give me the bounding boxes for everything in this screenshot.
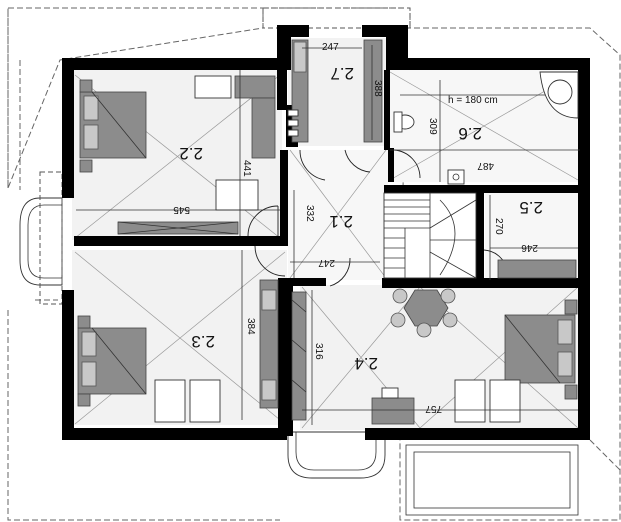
dimension-lines (76, 45, 580, 425)
furniture-room-2-5 (497, 259, 577, 279)
inner-walls (74, 70, 580, 436)
dim-label-ceiling-height: h = 180 cm (448, 95, 498, 106)
furniture-room-2-2 (79, 75, 276, 235)
dormer-north (262, 7, 411, 29)
furniture-room-2-7 (287, 39, 383, 143)
dim-label-487: 487 (477, 160, 494, 171)
room-label-2-6: 2.6 (458, 124, 482, 143)
room-label-2-5: 2.5 (519, 198, 543, 217)
bay-window-south (287, 431, 386, 479)
bay-window-west (19, 171, 63, 305)
dim-label-332: 332 (304, 205, 315, 222)
dim-label-247-top: 247 (322, 42, 339, 53)
doors (247, 149, 509, 287)
furniture-room-2-4 (291, 288, 578, 425)
dim-label-316: 316 (313, 343, 324, 360)
dim-label-545: 545 (173, 204, 190, 215)
room-label-2-1: 2.1 (329, 212, 353, 231)
dim-label-309: 309 (427, 118, 438, 135)
dim-label-270: 270 (493, 218, 504, 235)
dim-label-246: 246 (521, 242, 538, 253)
room-label-2-2: 2.2 (179, 144, 203, 163)
dim-label-247-mid: 247 (318, 257, 335, 268)
dim-label-757: 757 (425, 403, 442, 414)
outer-walls (62, 25, 590, 440)
staircase (383, 192, 477, 279)
room-label-2-3: 2.3 (191, 332, 215, 351)
furniture-room-2-3 (77, 279, 279, 423)
dim-label-388: 388 (372, 80, 383, 97)
dim-label-441: 441 (241, 160, 252, 177)
room-label-2-7: 2.7 (330, 64, 354, 83)
furniture-room-2-6 (393, 71, 579, 185)
dim-label-384: 384 (245, 318, 256, 335)
room-label-2-4: 2.4 (354, 354, 378, 373)
